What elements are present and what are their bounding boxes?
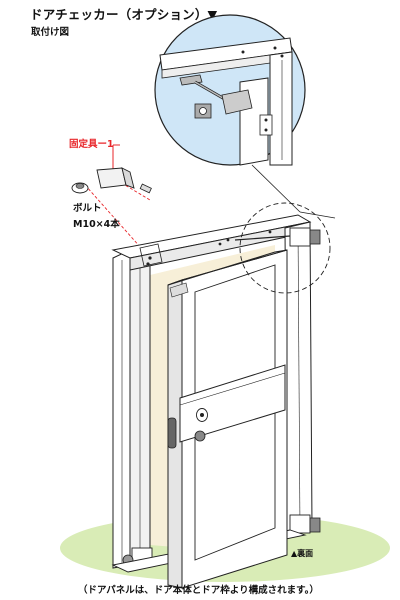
fixture-label: 固定具ー1 (69, 139, 114, 150)
leader-line (251, 164, 301, 213)
door-leaf (167, 249, 288, 589)
detail-callout-circle (239, 202, 331, 294)
fixture-parts (71, 144, 152, 259)
leader-line (299, 211, 336, 219)
page-subtitle: 取付け図 (31, 27, 70, 38)
bolt-label: ボルト (73, 203, 102, 214)
detail-magnified-view (154, 14, 306, 166)
back-side-label: ▲裏面 (291, 549, 314, 558)
footer-caption: （ドアパネルは、ドア本体とドア枠より構成されます。） (78, 585, 319, 596)
bolt-spec-label: M10×4本 (73, 219, 120, 230)
page-title: ドアチェッカー（オプション）▼ (30, 7, 218, 22)
